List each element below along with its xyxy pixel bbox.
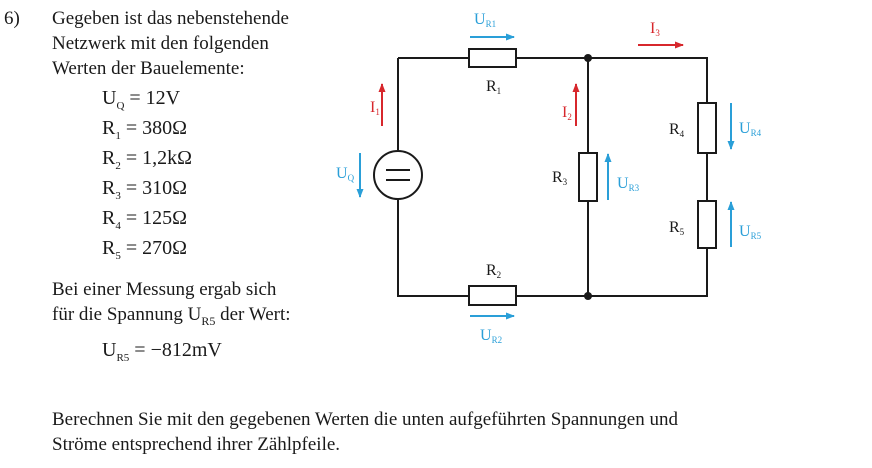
label-i2: I2: [562, 104, 572, 122]
value-subscript: 1: [115, 130, 121, 142]
footer-line: Ströme entsprechend ihrer Zählpfeile.: [52, 434, 341, 455]
value-r3: R3 = 310Ω: [102, 176, 187, 209]
value-text: = 310Ω: [120, 177, 187, 199]
label-i3: I3: [650, 20, 660, 38]
value-symbol: R: [102, 177, 116, 199]
label-r4: R4: [669, 121, 685, 139]
label-r3: R3: [552, 169, 568, 187]
value-subscript: 3: [115, 190, 121, 202]
value-r1: R1 = 380Ω: [102, 116, 187, 149]
intro-line: Gegeben ist das nebenstehende: [52, 8, 289, 29]
value-subscript: R5: [116, 352, 130, 364]
measurement-line: für die Spannung UR5 der Wert:: [52, 302, 291, 334]
wire-outer: [397, 58, 708, 297]
footer-line: Berechnen Sie mit den gegebenen Werten d…: [52, 409, 678, 430]
value-subscript: 4: [115, 220, 121, 232]
intro-line: Netzwerk mit den folgenden: [52, 33, 269, 54]
resistor-r3: [578, 152, 598, 202]
value-symbol: U: [102, 87, 117, 109]
task-footer: Berechnen Sie mit den gegebenen Werten d…: [52, 407, 678, 457]
source-circle: [373, 150, 423, 200]
value-symbol: R: [102, 147, 116, 169]
label-ur5: UR5: [739, 223, 762, 241]
wires: [397, 57, 708, 297]
value-subscript: 5: [115, 250, 121, 262]
value-symbol: R: [102, 117, 116, 139]
label-r5: R5: [669, 219, 685, 237]
value-subscript: 2: [115, 160, 121, 172]
value-text: = −812mV: [129, 339, 222, 361]
label-ur4: UR4: [739, 120, 762, 138]
value-text: = 380Ω: [120, 117, 187, 139]
label-ur2: UR2: [480, 327, 502, 345]
value-text: = 1,2kΩ: [120, 147, 192, 169]
label-r2: R2: [486, 262, 501, 280]
measurement-line-text: für die Spannung U: [52, 304, 202, 325]
value-r5: R5 = 270Ω: [102, 236, 187, 269]
measurement-text: Bei einer Messung ergab sich für die Spa…: [52, 277, 291, 334]
value-symbol: R: [102, 207, 116, 229]
value-symbol: U: [102, 339, 117, 361]
resistor-r1: [468, 48, 517, 68]
resistor-r2: [468, 285, 517, 306]
voltage-source: [373, 150, 423, 200]
measurement-line-tail: der Wert:: [215, 304, 291, 325]
junction-bottom: [584, 292, 592, 300]
value-text: = 270Ω: [120, 237, 187, 259]
resistor-r4: [697, 102, 717, 154]
measurement-value: UR5 = −812mV: [102, 338, 222, 371]
intro-line: Werten der Bauelemente:: [52, 58, 245, 79]
junction-top: [584, 54, 592, 62]
label-uq: UQ: [336, 165, 355, 183]
task-number: 6): [4, 8, 20, 29]
value-r2: R2 = 1,2kΩ: [102, 146, 192, 179]
value-r4: R4 = 125Ω: [102, 206, 187, 239]
resistor-r5: [697, 200, 717, 249]
measurement-line-subscript: R5: [201, 313, 216, 328]
label-ur3: UR3: [617, 175, 640, 193]
label-i1: I1: [370, 99, 380, 117]
label-ur1: UR1: [474, 11, 496, 29]
value-uq: UQ = 12V: [102, 86, 180, 119]
value-symbol: R: [102, 237, 116, 259]
value-subscript: Q: [116, 100, 125, 112]
task-intro: Gegeben ist das nebenstehende Netzwerk m…: [52, 6, 289, 81]
wire-top: [398, 57, 708, 103]
label-r1: R1: [486, 78, 501, 96]
measurement-line: Bei einer Messung ergab sich: [52, 279, 277, 300]
value-text: = 125Ω: [120, 207, 187, 229]
value-text: = 12V: [124, 87, 181, 109]
